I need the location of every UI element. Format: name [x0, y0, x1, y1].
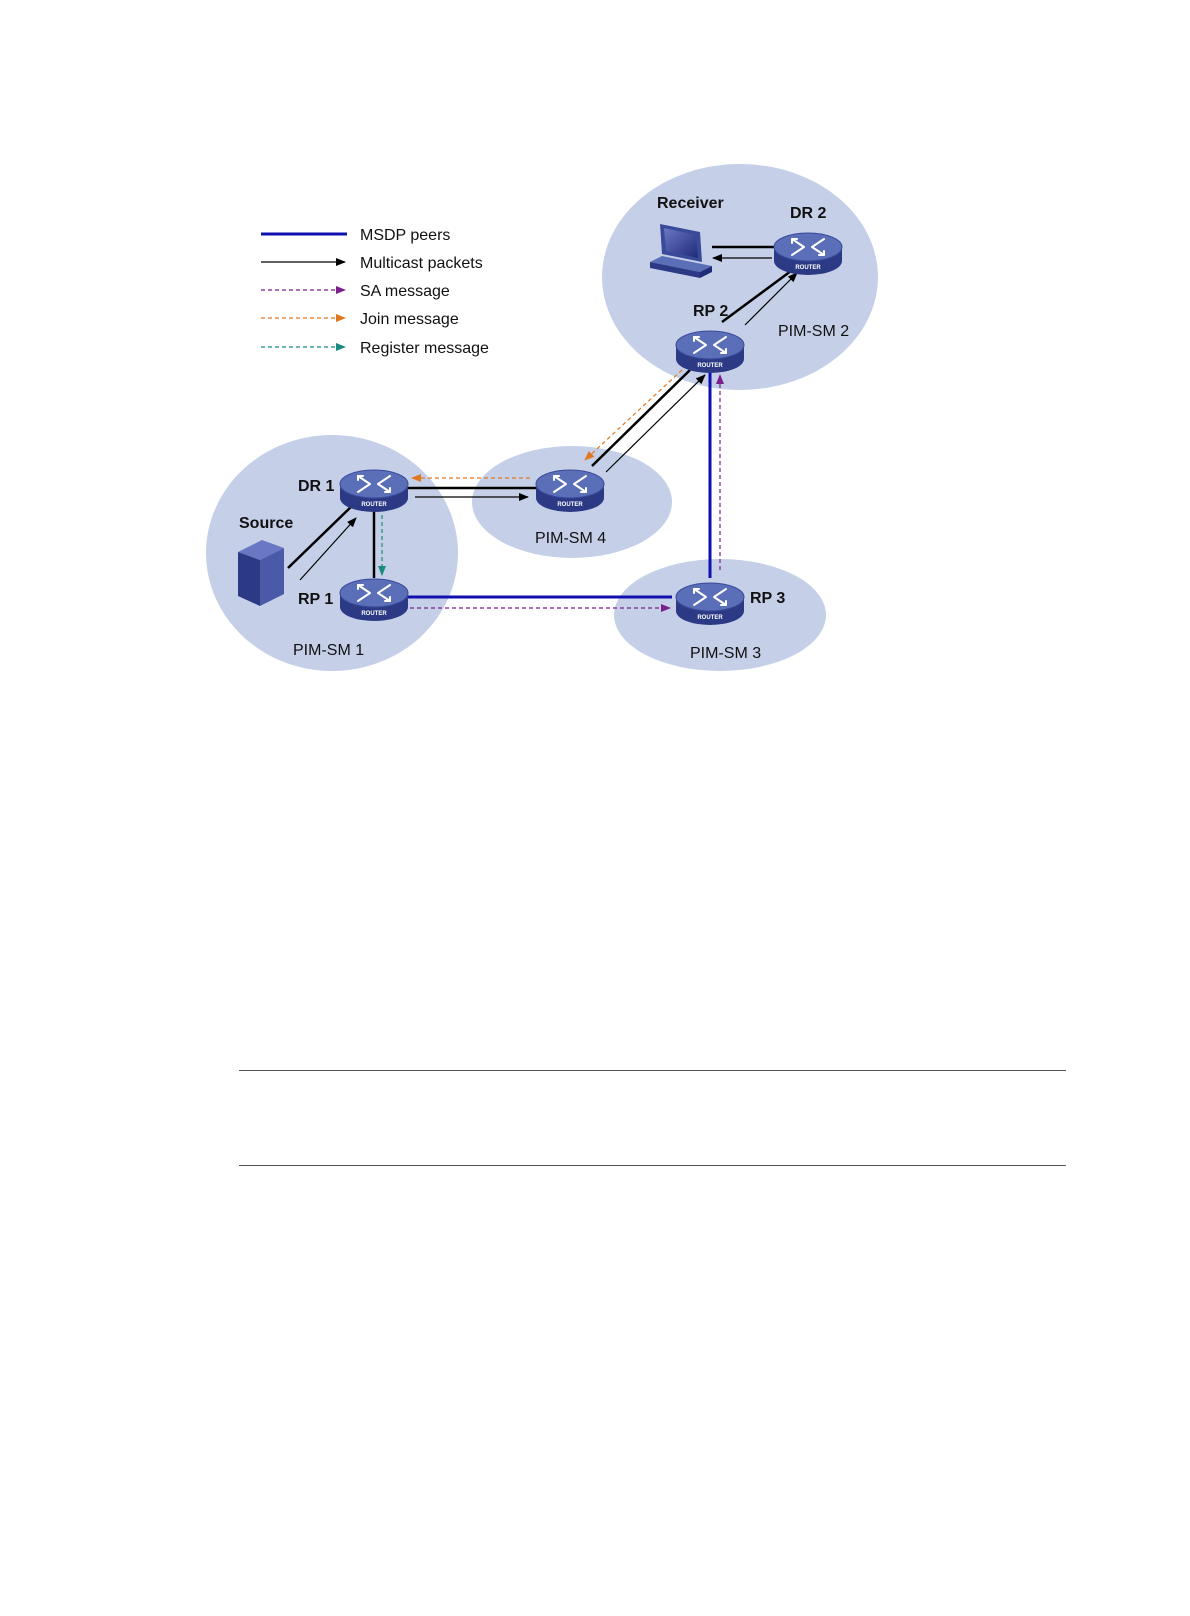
label-pim-sm-3: PIM-SM 3	[690, 645, 761, 662]
legend: MSDP peers Multicast packets SA message …	[261, 227, 489, 357]
label-receiver: Receiver	[657, 195, 724, 212]
svg-text:ROUTER: ROUTER	[697, 363, 723, 369]
router-dr1: ROUTER	[340, 470, 408, 512]
legend-multicast-label: Multicast packets	[360, 255, 483, 272]
label-dr1: DR 1	[298, 478, 335, 495]
label-pim-sm-2: PIM-SM 2	[778, 323, 849, 340]
label-source: Source	[239, 515, 293, 532]
svg-text:ROUTER: ROUTER	[697, 615, 723, 621]
router-pimsm4: ROUTER	[536, 470, 604, 512]
label-pim-sm-1: PIM-SM 1	[293, 642, 364, 659]
label-pim-sm-4: PIM-SM 4	[535, 530, 606, 547]
multicast-arrow-pimsm4-rp2	[606, 375, 705, 472]
legend-sa-label: SA message	[360, 283, 450, 300]
svg-text:ROUTER: ROUTER	[361, 611, 387, 617]
divider-top	[239, 1070, 1066, 1071]
router-rp2: ROUTER	[676, 331, 744, 373]
legend-join-label: Join message	[360, 311, 459, 328]
server-icon	[238, 540, 284, 606]
label-rp2: RP 2	[693, 303, 728, 320]
label-rp1: RP 1	[298, 591, 333, 608]
multicast-link-pimsm4-rp2	[592, 370, 690, 466]
label-dr2: DR 2	[790, 205, 827, 222]
divider-bottom	[239, 1165, 1066, 1166]
router-rp1: ROUTER	[340, 579, 408, 621]
label-rp3: RP 3	[750, 590, 785, 607]
legend-register-label: Register message	[360, 340, 489, 357]
router-dr2: ROUTER	[774, 233, 842, 275]
join-message-rp2-pimsm4	[585, 370, 682, 460]
svg-text:ROUTER: ROUTER	[795, 265, 821, 271]
router-rp3: ROUTER	[676, 583, 744, 625]
svg-text:ROUTER: ROUTER	[361, 502, 387, 508]
legend-msdp-label: MSDP peers	[360, 227, 450, 244]
svg-text:ROUTER: ROUTER	[557, 502, 583, 508]
